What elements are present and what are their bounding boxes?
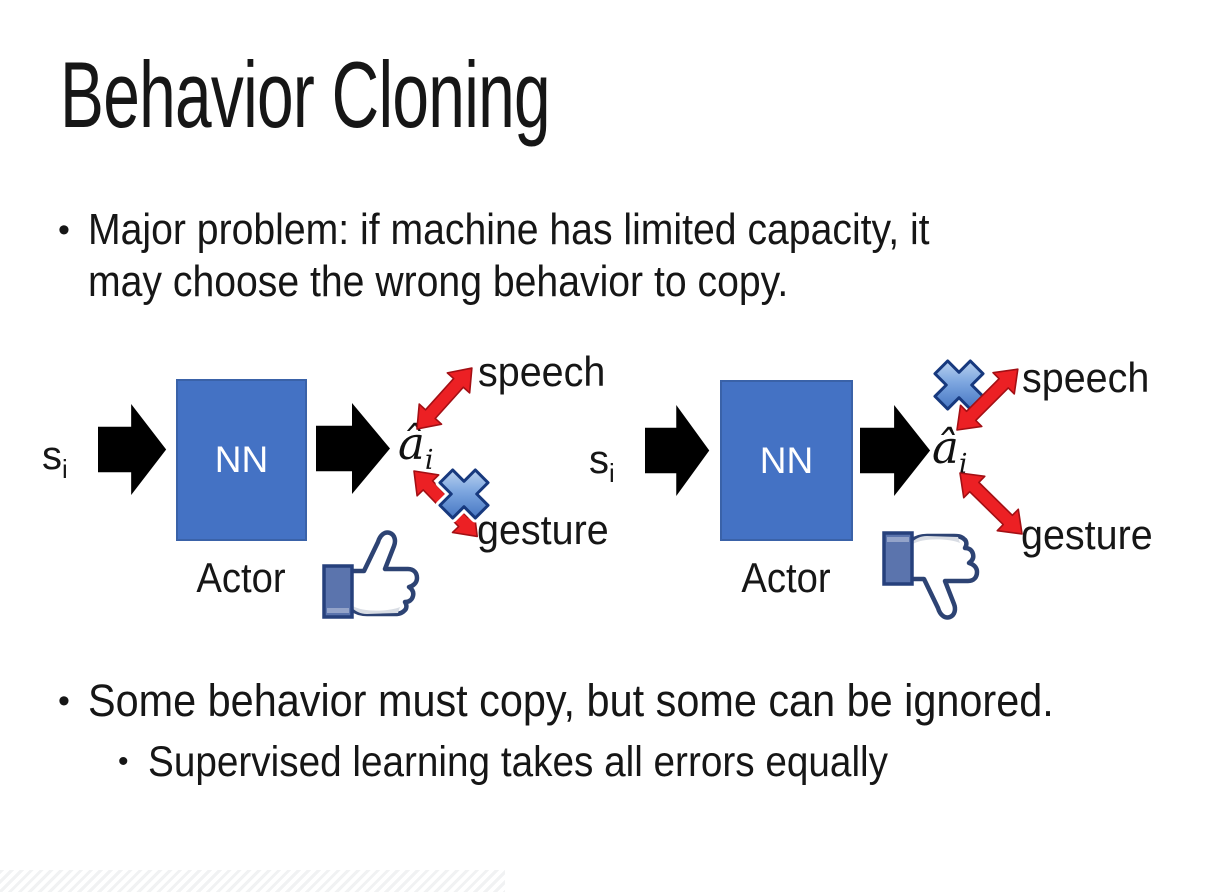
red-double-arrow-speech-icon	[956, 368, 1019, 431]
nn-box-left: NN	[176, 379, 307, 541]
bullet-marker-sub: •	[118, 745, 129, 778]
bullet-1-line-2: may choose the wrong behavior to copy.	[88, 257, 789, 306]
right-arrow-icon	[860, 404, 931, 497]
nn-label: NN	[214, 439, 269, 480]
cross-icon-right	[930, 356, 988, 414]
bullet-marker-2: •	[58, 682, 70, 720]
thumbs-down-icon	[882, 531, 980, 620]
bullet-1: Major problem: if machine has limited ca…	[88, 204, 1034, 308]
page-title: Behavior Cloning	[60, 48, 760, 142]
input-state-label-left: si	[42, 434, 68, 484]
red-double-arrow-speech-icon	[416, 367, 473, 430]
sub-bullet: Supervised learning takes all errors equ…	[148, 738, 888, 786]
speech-label-left: speech	[478, 348, 606, 395]
bullet-2: Some behavior must copy, but some can be…	[88, 675, 1054, 726]
nn-label: NN	[759, 439, 814, 481]
red-double-arrow-gesture-icon	[959, 472, 1023, 535]
thumbs-up-icon	[322, 530, 420, 619]
speech-label-right: speech	[1022, 354, 1150, 401]
actor-label-right: Actor	[741, 554, 832, 601]
right-arrow-icon	[645, 404, 710, 497]
input-state-label-right: si	[589, 438, 615, 488]
gesture-label-right: gesture	[1021, 511, 1153, 558]
right-arrow-icon	[98, 403, 167, 496]
right-arrow-icon	[316, 402, 390, 495]
output-action-label-right: âi	[932, 421, 968, 480]
actor-label-left: Actor	[196, 554, 287, 601]
nn-box-right: NN	[720, 380, 853, 541]
bottom-noise-strip	[0, 870, 505, 892]
bullet-marker-1: •	[58, 211, 70, 249]
page-title-text: Behavior Cloning	[60, 42, 551, 147]
cross-icon-left	[435, 465, 493, 523]
gesture-label-left: gesture	[477, 506, 609, 553]
bullet-1-line-1: Major problem: if machine has limited ca…	[88, 205, 930, 254]
